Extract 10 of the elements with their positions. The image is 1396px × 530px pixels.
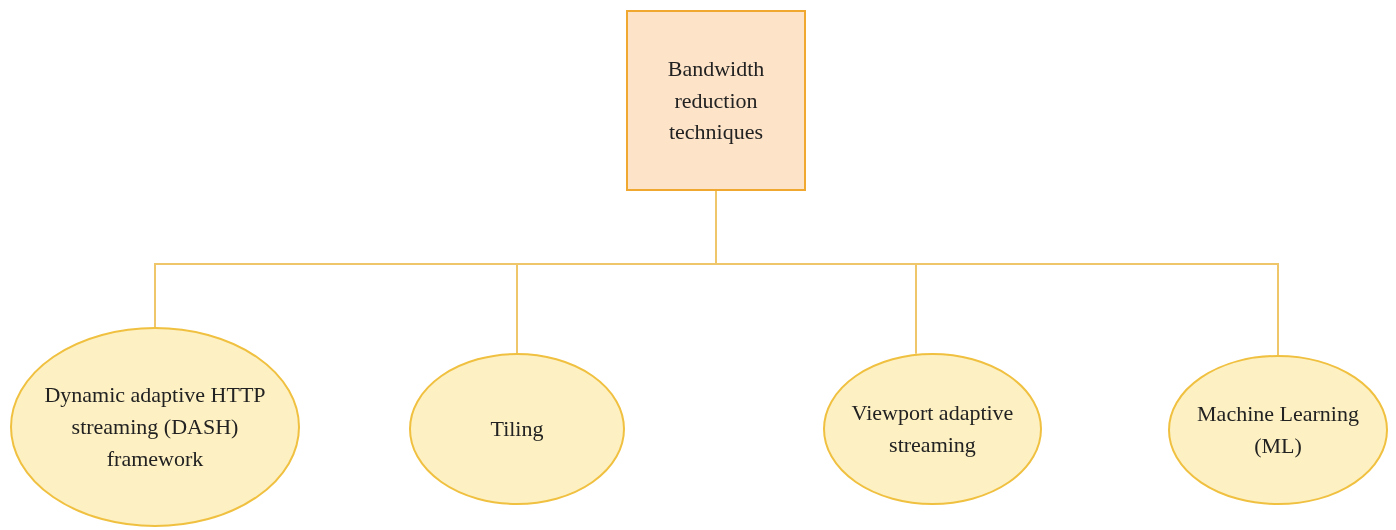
ellipse-node <box>409 353 625 505</box>
node-label: Viewport adaptive streaming <box>850 399 1015 459</box>
node-label: Machine Learning (ML) <box>1196 400 1360 460</box>
ellipse-node <box>823 353 1042 505</box>
ellipse-node <box>10 327 300 527</box>
node-label: Bandwidth reduction techniques <box>666 54 766 147</box>
node-label: Dynamic adaptive HTTP streaming (DASH) framework <box>44 381 266 473</box>
ellipse-node <box>1168 355 1388 505</box>
node-label: Tiling <box>490 415 544 444</box>
root-box <box>626 10 806 191</box>
